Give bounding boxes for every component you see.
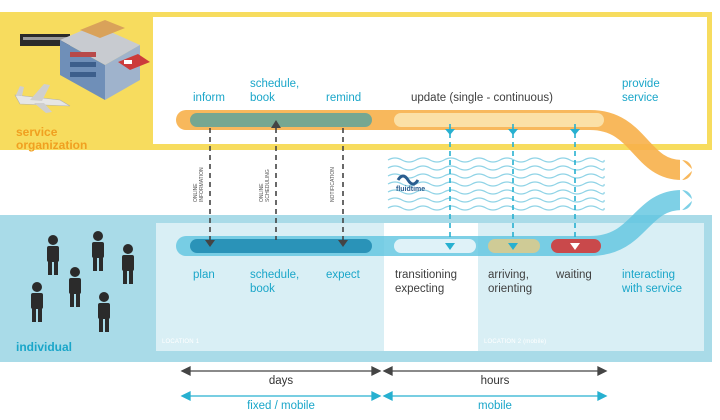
fluidtime-logo-text: fluidtime [396, 186, 426, 193]
fixed-mobile-label: fixed / mobile [247, 400, 315, 412]
label-notification: NOTIFICATION [330, 167, 336, 202]
plan-arrowhead [205, 240, 215, 247]
transition-marker [394, 239, 476, 253]
label-waiting: waiting [556, 269, 592, 281]
hours-scale-arrow [382, 365, 608, 377]
service-flow-arrowhead [680, 158, 693, 182]
fluidtime-logo-icon [396, 174, 420, 186]
transport-buildings-icon [14, 20, 150, 113]
location-2-label: LOCATION 2 (mobile) [484, 339, 547, 345]
service-organization-title: service organization [16, 125, 88, 152]
individual-flow-arrowhead [680, 188, 693, 212]
label-inform: inform [193, 92, 225, 104]
label-schedule-book-bottom: schedule, book [250, 269, 300, 295]
label-update: update (single - continuous) [411, 92, 553, 104]
label-expect: expect [326, 269, 360, 281]
label-plan: plan [193, 269, 215, 281]
days-label: days [268, 375, 294, 387]
fixed-mobile-scale-arrow [180, 390, 382, 402]
location-1-label: LOCATION 1 [162, 339, 200, 345]
update-bar [394, 113, 604, 127]
label-online-information: ONLINE INFORMATION [193, 167, 205, 202]
people-icon [31, 231, 134, 332]
waiting-arrowhead [570, 243, 580, 250]
label-remind: remind [326, 92, 362, 104]
transition-arrowhead [445, 243, 455, 250]
label-interacting: interacting with service [622, 269, 683, 295]
update-arrowhead-2 [508, 129, 518, 135]
hours-label: hours [480, 375, 510, 387]
teal-connectors [449, 124, 576, 240]
label-online-scheduling: ONLINE SCHEDULING [259, 169, 271, 202]
individual-dark-bar [190, 239, 372, 253]
label-arriving: arriving, orienting [488, 269, 533, 295]
label-provide-service: provide service [622, 78, 660, 104]
expect-arrowhead [338, 240, 348, 247]
label-transitioning: transitioning expecting [395, 269, 458, 295]
days-scale-arrow [180, 365, 382, 377]
update-arrowhead-3 [570, 129, 580, 135]
label-schedule-book-top: schedule, book [250, 78, 300, 104]
individual-title: individual [16, 340, 73, 354]
service-dark-bar [190, 113, 372, 127]
mobile-scale-arrow [382, 390, 608, 402]
dark-connectors [209, 128, 344, 240]
update-arrowhead-1 [445, 129, 455, 135]
arriving-arrowhead [508, 243, 518, 250]
wave-pattern [387, 157, 605, 211]
book-arrowhead [271, 120, 281, 128]
mobile-label: mobile [478, 400, 512, 412]
